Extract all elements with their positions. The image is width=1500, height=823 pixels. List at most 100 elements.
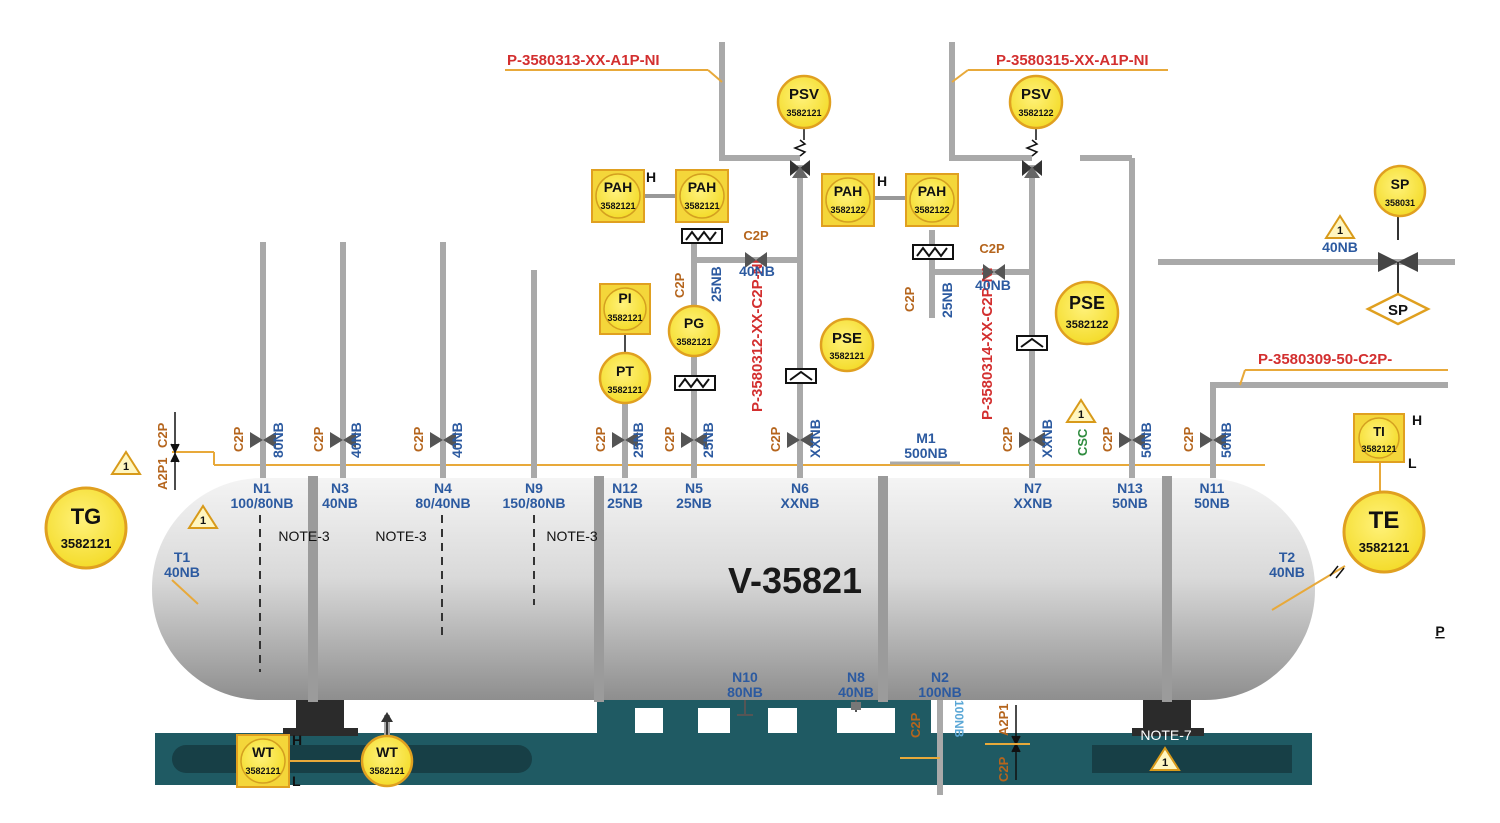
vessel-tag: V-35821: [728, 560, 862, 601]
nozzle-N12-size: 25NB: [607, 495, 643, 511]
nozzle-N12-id: N12: [612, 480, 638, 496]
nozzle-N7-size: XXNB: [1014, 495, 1053, 511]
instrument-te-number: 3582121: [1359, 540, 1410, 555]
instrument-te[interactable]: TE 3582121: [1342, 490, 1426, 574]
instrument-psv-1-tag: PSV: [789, 86, 819, 103]
wt-1-low-mark: L: [292, 773, 301, 789]
nozzle-N9-id: N9: [525, 480, 543, 496]
p-mark: P: [1435, 623, 1444, 639]
instrument-wt-2[interactable]: WT 3582121: [360, 712, 414, 788]
instrument-pah-2a-tag: PAH: [834, 183, 863, 199]
n11-valve-class: C2P: [1181, 426, 1196, 452]
internal-dip-pipes: [259, 515, 535, 672]
svg-text:1: 1: [1337, 225, 1343, 237]
n2-a2p1-class: A2P1: [996, 703, 1011, 736]
n1-branch-size: 80NB: [270, 422, 286, 458]
pg-valve-class: C2P: [672, 272, 687, 298]
instrument-sp-bottom[interactable]: SP: [1365, 292, 1431, 326]
branch-size-labels: 80NB 40NB 40NB 25NB 25NB XXNB XXNB 50NB …: [270, 239, 1358, 738]
line-label-3: P-3580309-50-C2P-: [1258, 351, 1392, 368]
shell-T1-id: T1: [174, 549, 191, 565]
sp-line-size: 40NB: [1322, 239, 1358, 255]
temperature-leaders: [171, 463, 1381, 762]
vessel-rings: [308, 476, 1172, 702]
instrument-psv-2[interactable]: PSV 3582122: [1008, 74, 1064, 140]
instrument-pse-2[interactable]: PSE 3582122: [1054, 280, 1120, 346]
pah1-header-size: 40NB: [739, 263, 775, 279]
instrument-pah-2b-number: 3582122: [914, 205, 949, 215]
instrument-tg-tag: TG: [71, 504, 102, 529]
instrument-pg-tag: PG: [684, 315, 704, 331]
instrument-pse-1-number: 3582121: [829, 351, 864, 361]
line-labels: P-3580313-XX-A1P-NI P-3580315-XX-A1P-NI …: [505, 52, 1448, 420]
rev-triangle-3: [1324, 214, 1356, 239]
note3-2: NOTE-3: [375, 528, 427, 544]
nozzle-N7-id: N7: [1024, 480, 1042, 496]
line-label-1: P-3580313-XX-A1P-NI: [507, 52, 660, 69]
pah2-header-size: 40NB: [975, 277, 1011, 293]
svg-text:1: 1: [1162, 757, 1168, 769]
inline-sensors: [674, 228, 1048, 391]
instrument-pah-1b-tag: PAH: [688, 179, 717, 195]
instrument-pt-number: 3582121: [607, 385, 642, 395]
nozzle-N3-id: N3: [331, 480, 349, 496]
instrument-pse-1[interactable]: PSE 3582121: [819, 317, 875, 373]
instrument-pi[interactable]: PI 3582121: [599, 283, 651, 352]
instrument-pah-2b-tag: PAH: [918, 183, 947, 199]
n4-valve-class: C2P: [411, 426, 426, 452]
nozzle-N10-size: 80NB: [727, 684, 763, 700]
instrument-pah-2a[interactable]: PAH 3582122 H: [821, 173, 906, 227]
instrument-pse-2-number: 3582122: [1066, 319, 1109, 331]
line-label-2: P-3580315-XX-A1P-NI: [996, 52, 1149, 69]
pah2-drain-class: C2P: [902, 286, 917, 312]
n7-branch-size: XXNB: [1039, 419, 1055, 458]
pah-1a-high-mark: H: [646, 169, 656, 185]
n13-branch-size: 50NB: [1138, 422, 1154, 458]
nozzle-N5-size: 25NB: [676, 495, 712, 511]
instrument-ti[interactable]: TI 3582121 H L: [1353, 412, 1422, 471]
instrument-pi-tag: PI: [618, 290, 631, 306]
sp-control-valve[interactable]: [1378, 215, 1418, 293]
shell-T2-id: T2: [1279, 549, 1296, 565]
instrument-ti-number: 3582121: [1361, 444, 1396, 454]
ti-high-mark: H: [1412, 412, 1422, 428]
psv-valves: [790, 139, 1042, 178]
ti-low-mark: L: [1408, 455, 1417, 471]
n12-branch-size: 25NB: [630, 422, 646, 458]
instrument-pah-2b[interactable]: PAH 3582122: [905, 173, 959, 227]
instrument-psv-1-number: 3582121: [786, 108, 821, 118]
nozzle-N1-id: N1: [253, 480, 271, 496]
note7-1: NOTE-7: [836, 717, 888, 733]
skid-base: [155, 698, 1312, 785]
n5-valve-class: C2P: [662, 426, 677, 452]
instrument-pah-1b[interactable]: PAH 3582121: [675, 169, 729, 223]
bottom-drains: [737, 700, 861, 716]
pah1-valve-class: C2P: [743, 228, 769, 243]
instrument-sp-top[interactable]: SP 358031: [1373, 164, 1427, 218]
instrument-pg[interactable]: PG 3582121: [667, 304, 721, 358]
nozzle-N8-size: 40NB: [838, 684, 874, 700]
n12-valve-class: C2P: [593, 426, 608, 452]
n6-branch-size: XXNB: [807, 419, 823, 458]
nozzle-N4-size: 80/40NB: [415, 495, 470, 511]
pah2-branch-size: 25NB: [939, 282, 955, 318]
instrument-te-tag: TE: [1369, 507, 1400, 534]
rev-triangle-5: [1149, 746, 1181, 771]
revision-triangles: 1 1 1 1 1: [110, 214, 1356, 771]
instrument-pt[interactable]: PT 3582121: [598, 351, 652, 405]
nozzle-reference-line: [172, 451, 1265, 466]
note3-1: NOTE-3: [278, 528, 330, 544]
n3-branch-size: 40NB: [348, 422, 364, 458]
rev-triangle-2: [187, 504, 219, 529]
instrument-tg[interactable]: TG 3582121: [44, 486, 128, 570]
n13-valve-class: C2P: [1100, 426, 1115, 452]
nozzle-N6-size: XXNB: [781, 495, 820, 511]
n11-branch-size: 50NB: [1218, 422, 1234, 458]
instrument-pah-1a[interactable]: PAH 3582121 H: [591, 169, 678, 223]
instrument-psv-1[interactable]: PSV 3582121: [776, 74, 832, 140]
nozzle-N6-id: N6: [791, 480, 809, 496]
instrument-tg-number: 3582121: [61, 536, 112, 551]
instrument-wt-1[interactable]: WT 3582121 H L: [236, 732, 302, 789]
nozzle-N13-id: N13: [1117, 480, 1143, 496]
